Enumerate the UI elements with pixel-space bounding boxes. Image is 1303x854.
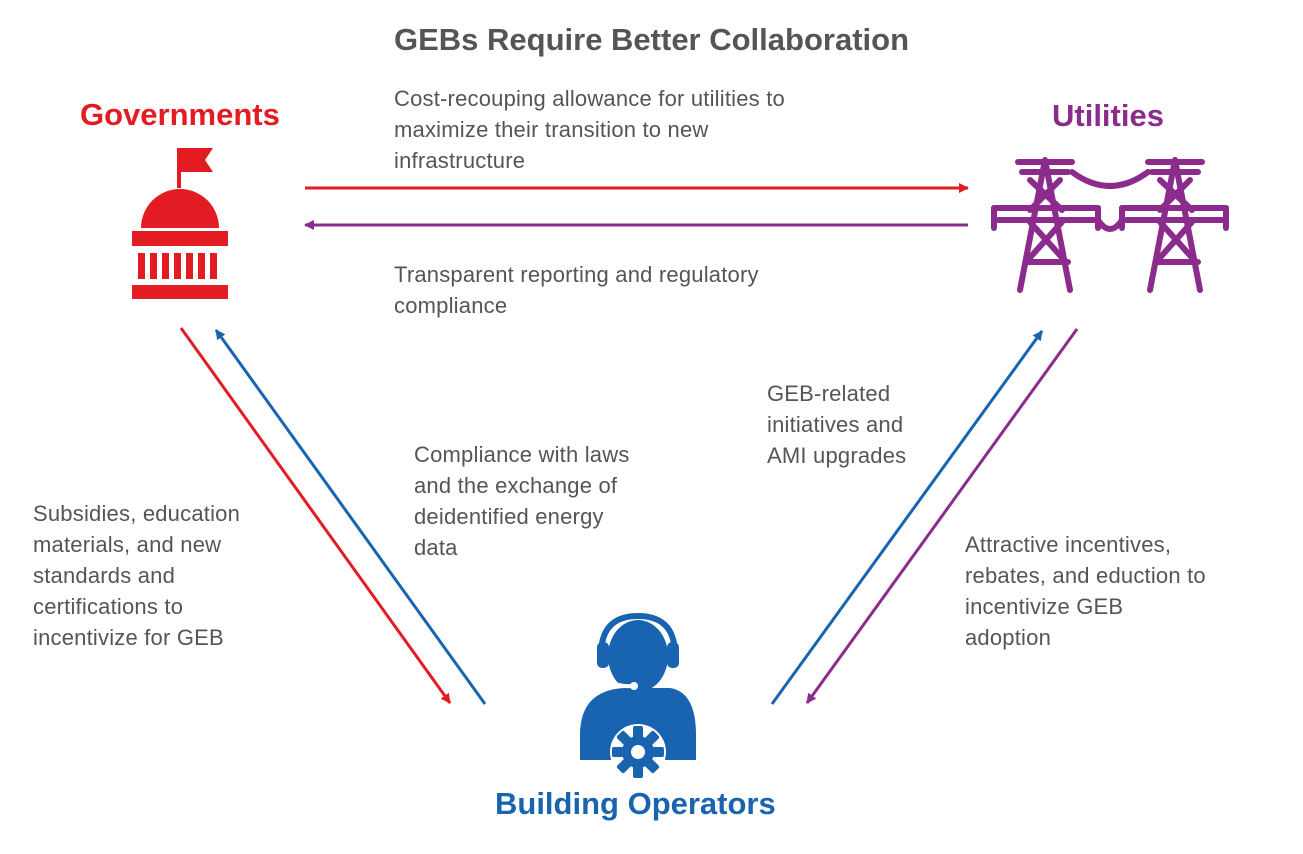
arrow-utilities-to-operators	[805, 328, 1079, 704]
flow-text-line: compliance	[394, 293, 508, 318]
gear-tooth	[633, 766, 643, 778]
flow-text-line: adoption	[965, 625, 1052, 650]
flow-text-governments-to-operators: Subsidies, education materials, and new …	[33, 498, 240, 653]
flow-text-line: AMI upgrades	[767, 443, 907, 468]
gear-tooth	[612, 747, 624, 757]
arrow-governments-to-operators	[179, 327, 452, 704]
gear-tooth	[652, 747, 664, 757]
flow-text-line: infrastructure	[394, 148, 526, 173]
flow-text-line: Subsidies, education	[33, 501, 241, 526]
flow-text-line: standards and	[33, 563, 176, 588]
flow-text-line: GEB-related	[767, 381, 891, 406]
arrow-operators-to-utilities	[770, 330, 1044, 705]
arrow-operators-to-governments	[214, 329, 487, 705]
flow-text-utilities-to-governments: Transparent reporting and regulatory com…	[394, 259, 759, 321]
flow-text-line: deidentified energy	[414, 504, 604, 529]
flow-text-line: certifications to	[33, 594, 184, 619]
capitol-building-icon	[132, 148, 228, 299]
flow-text-utilities-to-operators: Attractive incentives, rebates, and educ…	[965, 529, 1206, 653]
flow-text-line: data	[414, 535, 458, 560]
flow-text-line: rebates, and eduction to	[965, 563, 1206, 588]
flow-text-line: incentivize for GEB	[33, 625, 224, 650]
governments-label: Governments	[80, 97, 280, 132]
flow-text-line: Cost-recouping allowance for utilities t…	[394, 86, 785, 111]
flow-text-line: Compliance with laws	[414, 442, 630, 467]
building-operators-label: Building Operators	[495, 786, 776, 821]
operator-headset-gear-icon	[580, 612, 696, 780]
flow-text-line: initiatives and	[767, 412, 904, 437]
flow-text-line: Transparent reporting and regulatory	[394, 262, 759, 287]
flow-text-line: Attractive incentives,	[965, 532, 1172, 557]
power-transmission-towers-icon	[991, 157, 1229, 293]
diagram-title: GEBs Require Better Collaboration	[393, 22, 910, 57]
flow-text-line: and the exchange of	[414, 473, 618, 498]
flow-text-line: maximize their transition to new	[394, 117, 709, 142]
flow-text-operators-to-governments: Compliance with laws and the exchange of…	[414, 439, 630, 563]
utilities-label: Utilities	[1052, 98, 1164, 133]
flow-text-governments-to-utilities: Cost-recouping allowance for utilities t…	[394, 83, 785, 176]
gear-tooth	[633, 726, 643, 738]
flow-text-operators-to-utilities: GEB-related initiatives and AMI upgrades	[767, 378, 906, 471]
flow-text-line: incentivize GEB	[965, 594, 1124, 619]
flow-text-line: materials, and new	[33, 532, 222, 557]
